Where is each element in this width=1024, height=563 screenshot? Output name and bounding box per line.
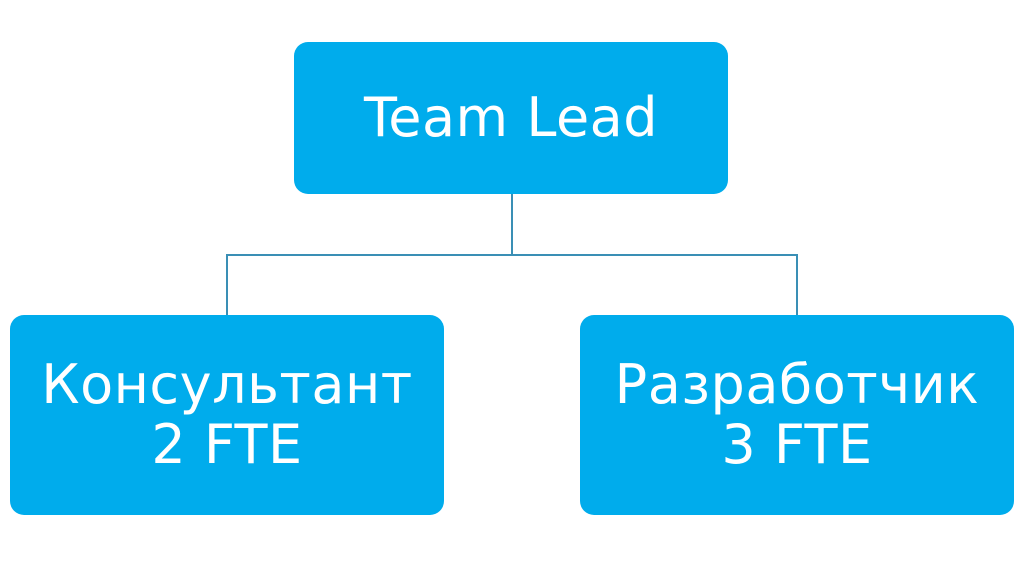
node-team-lead-label: Team Lead xyxy=(363,85,659,149)
node-consultant: Консультант 2 FTE xyxy=(10,315,444,515)
node-developer-count: 3 FTE xyxy=(721,413,873,476)
node-team-lead: Team Lead xyxy=(294,42,728,194)
node-developer-title: Разработчик xyxy=(614,352,980,416)
node-developer: Разработчик 3 FTE xyxy=(580,315,1014,515)
node-consultant-count: 2 FTE xyxy=(151,413,303,476)
node-consultant-title: Консультант xyxy=(41,352,413,416)
